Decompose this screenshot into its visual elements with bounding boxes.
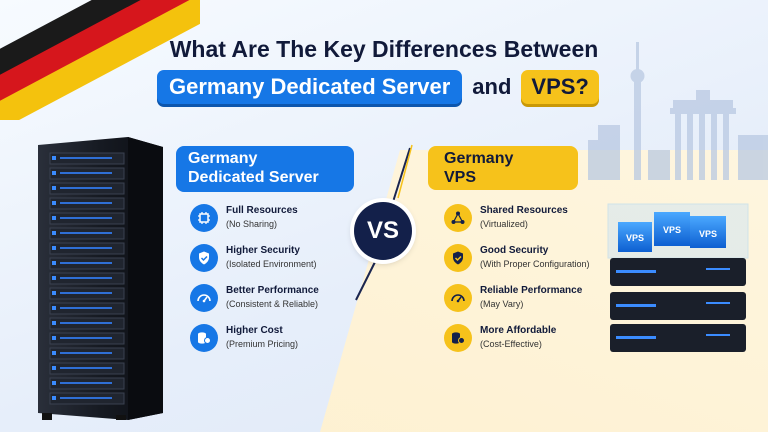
dedicated-feature-item: Full Resources (No Sharing) — [190, 204, 298, 232]
feature-title: Full Resources — [226, 205, 298, 216]
coin-stack-icon — [444, 324, 472, 352]
vps-feature-item: More Affordable (Cost-Effective) — [444, 324, 556, 352]
feature-subtitle: (Consistent & Reliable) — [226, 299, 319, 309]
dedicated-heading-line1: Germany — [188, 150, 258, 167]
dedicated-feature-item: Higher Cost (Premium Pricing) — [190, 324, 298, 352]
vps-heading-line1: Germany — [444, 150, 514, 167]
feature-title: Good Security — [480, 245, 549, 256]
shield-check-icon — [444, 244, 472, 272]
dedicated-heading-line2: Dedicated Server — [188, 169, 319, 186]
vps-cube-label: VPS — [699, 229, 717, 239]
dedicated-feature-item: Higher Security (Isolated Environment) — [190, 244, 317, 272]
vps-feature-item: Good Security (With Proper Configuration) — [444, 244, 590, 272]
title-highlight-dedicated: Germany Dedicated Server — [157, 70, 463, 104]
feature-subtitle: (Isolated Environment) — [226, 259, 317, 269]
title-line2: Germany Dedicated Server and VPS? — [157, 70, 599, 104]
feature-title: Higher Cost — [226, 325, 283, 336]
dedicated-feature-item: Better Performance (Consistent & Reliable… — [190, 284, 319, 312]
shield-check-icon — [190, 244, 218, 272]
title-highlight-vps: VPS? — [521, 70, 599, 104]
speedometer-icon — [444, 284, 472, 312]
speedometer-icon — [190, 284, 218, 312]
vps-cube-label: VPS — [663, 225, 681, 235]
vps-cube-label: VPS — [626, 233, 644, 243]
feature-title: Reliable Performance — [480, 285, 583, 296]
vps-server-stack-icon: VPS VPS VPS — [607, 203, 749, 352]
berlin-skyline-icon — [588, 42, 768, 180]
coin-stack-icon — [190, 324, 218, 352]
dedicated-heading: Germany Dedicated Server — [176, 146, 354, 192]
feature-subtitle: (Virtualized) — [480, 219, 528, 229]
title-and: and — [472, 74, 512, 99]
vs-badge: VS — [354, 202, 412, 260]
server-rack-icon — [38, 137, 163, 420]
feature-subtitle: (No Sharing) — [226, 219, 278, 229]
feature-title: More Affordable — [480, 325, 557, 336]
vps-heading-line2: VPS — [444, 169, 477, 186]
cpu-chip-icon — [190, 204, 218, 232]
vps-heading: Germany VPS — [428, 146, 578, 190]
feature-title: Shared Resources — [480, 205, 568, 216]
feature-subtitle: (Premium Pricing) — [226, 339, 299, 349]
share-nodes-icon — [444, 204, 472, 232]
page-title: What Are The Key Differences Between — [169, 36, 599, 62]
vps-feature-item: Shared Resources (Virtualized) — [444, 204, 568, 232]
feature-title: Higher Security — [226, 245, 300, 256]
feature-subtitle: (Cost-Effective) — [480, 339, 542, 349]
feature-title: Better Performance — [226, 285, 319, 296]
feature-subtitle: (May Vary) — [480, 299, 524, 309]
vps-feature-item: Reliable Performance (May Vary) — [444, 284, 582, 312]
feature-subtitle: (With Proper Configuration) — [480, 259, 590, 269]
